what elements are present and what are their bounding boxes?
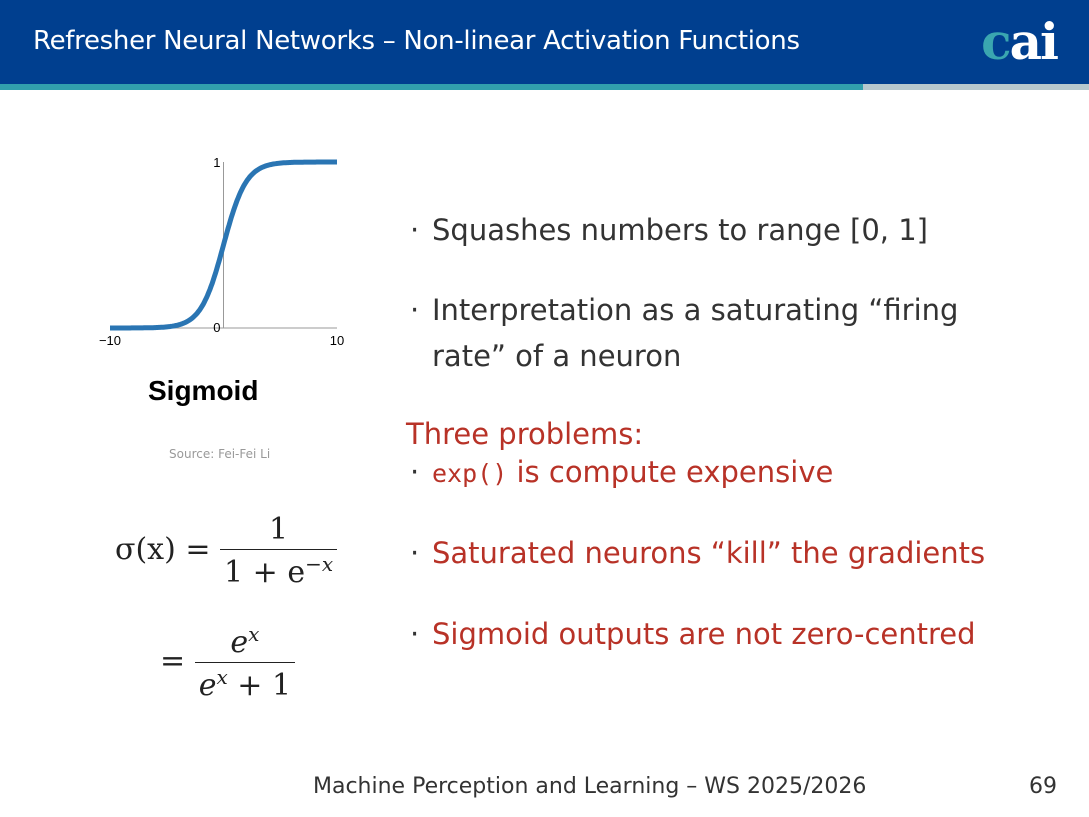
sigmoid-curve <box>110 159 337 331</box>
slide-title: Refresher Neural Networks – Non-linear A… <box>33 26 800 56</box>
sigmoid-chart: −10 10 0 1 <box>99 155 344 348</box>
problem-item: ·exp() is compute expensive <box>410 455 834 489</box>
y-tick-label: 0 <box>213 320 220 335</box>
header-bar: Refresher Neural Networks – Non-linear A… <box>0 0 1089 84</box>
problem-item: ·Sigmoid outputs are not zero-centred <box>410 617 976 651</box>
source-credit: Source: Fei-Fei Li <box>169 447 271 461</box>
cai-logo: cai <box>981 12 1059 71</box>
problem-item: ·Saturated neurons “kill” the gradients <box>410 536 986 570</box>
chart-title: Sigmoid <box>148 375 259 406</box>
footer-text: Machine Perception and Learning – WS 202… <box>313 774 867 799</box>
x-tick-label: −10 <box>99 333 121 348</box>
accent-bar-grey <box>863 84 1089 90</box>
problems-heading: Three problems: <box>406 417 644 451</box>
x-tick-label: 10 <box>330 333 344 348</box>
accent-bar <box>0 84 863 90</box>
y-tick-label: 1 <box>213 155 220 170</box>
bullet-item: ·Squashes numbers to range [0, 1] <box>410 213 928 247</box>
page-number: 69 <box>1029 774 1057 799</box>
